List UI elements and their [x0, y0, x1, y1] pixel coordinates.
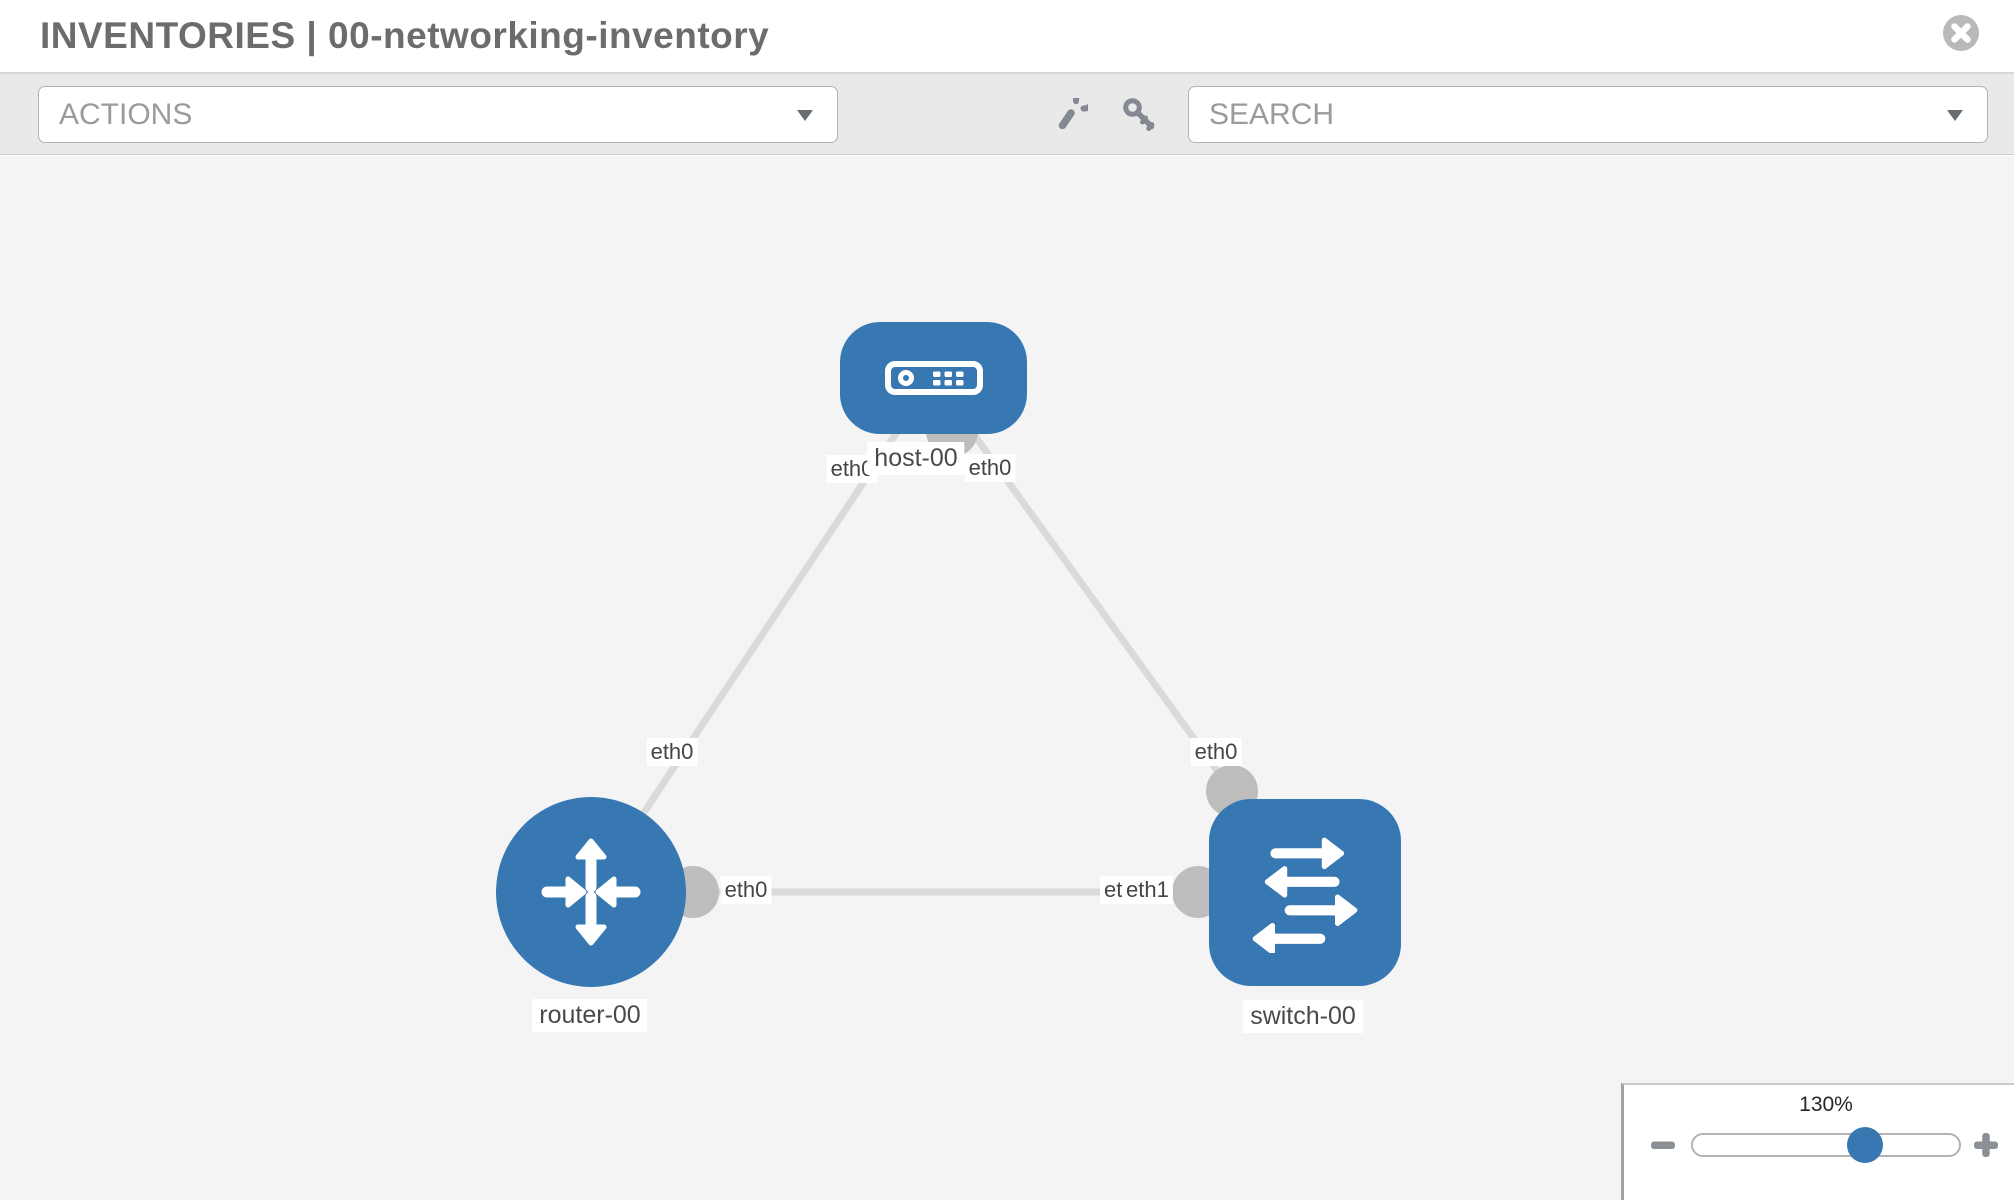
close-button[interactable] [1943, 15, 1979, 51]
plus-icon [1974, 1133, 1998, 1157]
zoom-level: 130% [1799, 1093, 1853, 1116]
page-header: INVENTORIES | 00-networking-inventory [0, 0, 2014, 74]
router-icon [541, 838, 641, 946]
zoom-in-button[interactable] [1973, 1132, 1999, 1158]
port-label: eth0 [964, 454, 1016, 482]
close-icon [1951, 23, 1971, 43]
topology-canvas[interactable]: eth0 eth0 eth0 eth0 eth0 eth0 eth1 host-… [0, 156, 2014, 1200]
minus-icon [1651, 1141, 1675, 1149]
node-switch-00[interactable] [1209, 799, 1401, 986]
host-icon [884, 361, 983, 395]
node-host-00[interactable] [840, 322, 1027, 434]
chevron-down-icon [1947, 110, 1963, 121]
port-label: eth0 [646, 738, 698, 766]
actions-dropdown-label: ACTIONS [59, 98, 193, 131]
port-label: eth0 [720, 876, 772, 904]
toolbar: ACTIONS SEARCH [0, 74, 2014, 155]
port-label: eth0 [1190, 738, 1242, 766]
search-dropdown-label: SEARCH [1209, 98, 1335, 131]
chevron-down-icon [797, 110, 813, 121]
search-dropdown[interactable]: SEARCH [1188, 86, 1988, 143]
zoom-out-button[interactable] [1650, 1132, 1676, 1158]
topology-edges [588, 375, 1308, 896]
port-label: eth1 [1122, 876, 1173, 904]
switch-icon [1252, 837, 1358, 953]
key-icon[interactable] [1122, 97, 1158, 133]
zoom-slider-thumb[interactable] [1847, 1127, 1883, 1163]
actions-dropdown[interactable]: ACTIONS [38, 86, 838, 143]
node-label-router-00: router-00 [532, 999, 648, 1032]
node-label-switch-00: switch-00 [1243, 1000, 1363, 1033]
wrench-icon[interactable] [1054, 98, 1088, 132]
node-router-00[interactable] [496, 797, 686, 987]
node-label-host-00: host-00 [867, 442, 965, 475]
zoom-panel: 130% [1621, 1083, 2014, 1200]
page-title: INVENTORIES | 00-networking-inventory [40, 15, 770, 56]
zoom-slider-track[interactable] [1691, 1133, 1961, 1157]
